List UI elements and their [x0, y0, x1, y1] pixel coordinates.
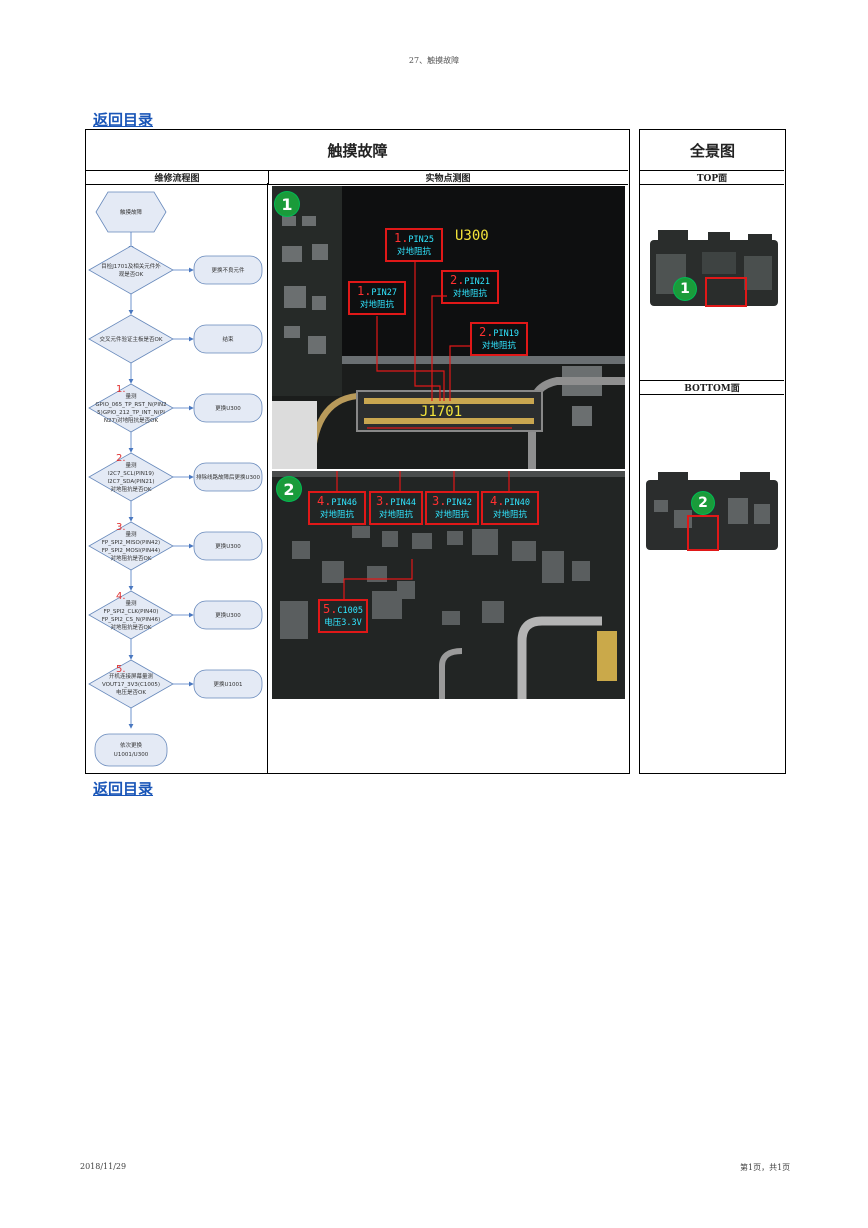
overview-top-board: 1: [648, 226, 780, 312]
step-number: 2.: [116, 453, 126, 464]
probe-label-pin40: 4.PIN40 对地阻抗: [481, 491, 539, 525]
action-node: [193, 600, 263, 630]
start-node-label: 触摸故障: [120, 208, 143, 216]
back-to-contents-link-top[interactable]: 返回目录: [93, 111, 154, 129]
decision-node-text: I2C7_SDA(PIN21): [108, 479, 155, 485]
decision-node: [88, 590, 174, 640]
decision-node-text: FP_SPI2_CS_N(PIN46): [102, 617, 160, 623]
action-node: [193, 324, 263, 354]
overview-bottom-board: 2: [644, 470, 780, 556]
probe-label-c1005: 5.C1005 电压3.3V: [318, 599, 368, 633]
end-node: [94, 733, 168, 767]
pcb-photo-1: 1 U300 J1701 1.PIN25 对地阻抗 2.PIN21 对地阻抗 1…: [272, 186, 625, 469]
decision-node-text: 量测: [125, 392, 137, 400]
probe-label-pin42: 3.PIN42 对地阻抗: [425, 491, 479, 525]
decision-node-text: 目检J1701及相关元件外: [101, 262, 161, 270]
end-node-line1: 依次更换: [120, 741, 143, 749]
decision-node-text: GPIO_065_TP_RST_N(PIN2: [95, 402, 166, 408]
action-node-label: 更换U300: [215, 404, 241, 412]
footer-page-number: 第1页，共1页: [740, 1163, 791, 1172]
action-node: [193, 255, 263, 285]
footer-date: 2018/11/29: [80, 1162, 127, 1171]
decision-node-text: 对地阻抗是否OK: [111, 623, 152, 631]
action-node: [193, 462, 263, 492]
decision-node-text: VOUT17_3V3(C1005): [102, 682, 160, 688]
decision-node-text: FP_SPI2_CLK(PIN40): [104, 609, 159, 615]
decision-node-text: 对地阻抗是否OK: [111, 554, 152, 562]
decision-node-text: 5)GPIO_212_TP_INT_N(PI: [97, 410, 165, 416]
chip-label-u300: U300: [455, 228, 489, 244]
decision-node-text: 开机连接屏幕量测: [109, 672, 154, 680]
col-flow-header: 维修流程图: [86, 170, 269, 185]
step-number: 3.: [116, 522, 126, 533]
action-node-label: 更换不良元件: [211, 266, 245, 274]
overview-marker-2-icon: 2: [692, 492, 714, 514]
decision-node-text: 交叉元件验证主板是否OK: [100, 335, 163, 343]
pcb-photo-2: 2 4.PIN46 对地阻抗 3.PIN44 对地阻抗 3.PIN42 对地阻抗…: [272, 471, 625, 699]
decision-node-text: FP_SPI2_MOSI(PIN44): [102, 548, 160, 554]
probe-label-pin44: 3.PIN44 对地阻抗: [369, 491, 423, 525]
bottom-side-header: BOTTOM面: [640, 380, 784, 395]
top-side-header: TOP面: [640, 170, 784, 185]
decision-node-text: 对地阻抗是否OK: [111, 485, 152, 493]
column-divider: [267, 183, 268, 773]
probe-label-pin27: 1.PIN27 对地阻抗: [348, 281, 406, 315]
decision-node-text: N27)对地阻抗是否OK: [104, 416, 159, 424]
decision-node-text: I2C7_SCL(PIN19): [108, 471, 154, 477]
step-number: 5.: [116, 664, 126, 675]
overview-title: 全景图: [689, 141, 735, 160]
action-node-label: 更换U300: [215, 542, 241, 550]
repair-table: 触摸故障 维修流程图 实物点测图: [85, 129, 630, 774]
connector-label-j1701: J1701: [420, 404, 463, 420]
col-points-header: 实物点测图: [268, 170, 628, 185]
decision-node-text: 量测: [125, 461, 137, 469]
action-node-label: 排除线路故障后更换U300: [196, 473, 261, 481]
table-title: 触摸故障: [327, 141, 388, 160]
decision-node-text: 量测: [125, 530, 137, 538]
action-node-label: 更换U300: [215, 611, 241, 619]
action-node-label: 结束: [222, 335, 234, 343]
probe-label-pin25: 1.PIN25 对地阻抗: [385, 228, 443, 262]
start-node: [95, 191, 167, 233]
overview-marker-1-icon: 1: [674, 278, 696, 300]
marker-1-icon: 1: [275, 192, 299, 216]
decision-node-text: 观是否OK: [119, 271, 144, 278]
action-node-label: 更换U1001: [213, 680, 242, 688]
action-node: [193, 393, 263, 423]
end-node-line2: U1001/U300: [114, 752, 149, 758]
decision-node-text: 电压是否OK: [116, 688, 146, 696]
probe-label-pin19: 2.PIN19 对地阻抗: [470, 322, 528, 356]
decision-node-text: FP_SPI2_MISO(PIN42): [102, 540, 160, 546]
decision-node: [88, 245, 174, 295]
page-header-title: 27、触摸故障: [408, 56, 460, 65]
step-number: 1.: [116, 384, 126, 395]
step-number: 4.: [116, 591, 126, 602]
back-to-contents-link-bottom[interactable]: 返回目录: [93, 780, 154, 798]
action-node: [193, 531, 263, 561]
action-node: [193, 669, 263, 699]
probe-label-pin21: 2.PIN21 对地阻抗: [441, 270, 499, 304]
decision-node-text: 量测: [125, 599, 137, 607]
probe-label-pin46: 4.PIN46 对地阻抗: [308, 491, 366, 525]
decision-node: [88, 383, 174, 433]
decision-node: [88, 452, 174, 502]
marker-2-icon: 2: [277, 477, 301, 501]
decision-node: [88, 521, 174, 571]
overview-table: 全景图 TOP面 BOTTOM面: [639, 129, 786, 774]
